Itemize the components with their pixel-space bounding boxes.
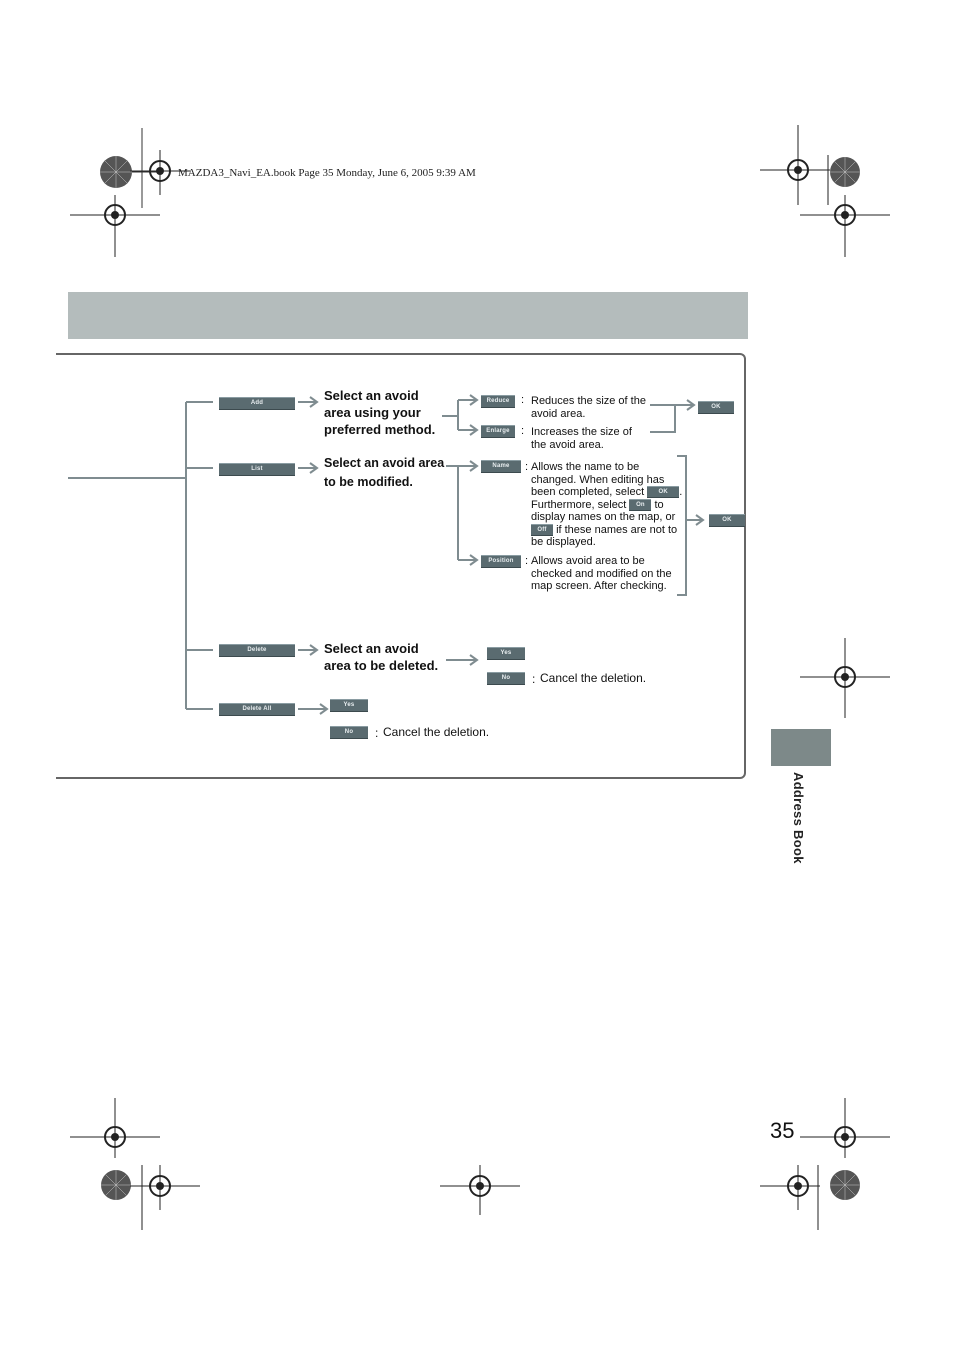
crosshair-icon bbox=[70, 195, 160, 257]
crosshair-icon bbox=[800, 1098, 890, 1158]
crosshair-icon bbox=[760, 125, 830, 205]
delete-all-no-description: Cancel the deletion. bbox=[383, 725, 490, 739]
delete-all-yes-button[interactable]: Yes bbox=[330, 699, 368, 712]
reduce-description: Reduces the size of the avoid area. bbox=[531, 395, 646, 420]
add-button[interactable]: Add bbox=[219, 397, 295, 410]
add-step-text: Select an avoid area using your preferre… bbox=[324, 388, 436, 437]
name-description: Allows the name to be changed. When edit… bbox=[531, 461, 683, 548]
registration-mark-icon bbox=[101, 1170, 131, 1200]
title-band bbox=[68, 292, 748, 339]
section-tab-label: Address Book bbox=[791, 772, 806, 864]
book-header: MAZDA3_Navi_EA.book Page 35 Monday, June… bbox=[178, 167, 476, 179]
crosshair-icon bbox=[800, 638, 890, 718]
registration-mark-icon bbox=[830, 157, 860, 187]
add-ok-button[interactable]: OK bbox=[698, 401, 734, 414]
crosshair-icon bbox=[130, 1165, 200, 1230]
delete-no-description: Cancel the deletion. bbox=[540, 671, 647, 685]
enlarge-button[interactable]: Enlarge bbox=[481, 425, 515, 438]
off-inline-button: Off bbox=[531, 523, 553, 536]
delete-all-button[interactable]: Delete All bbox=[219, 703, 295, 716]
ok-inline-button: OK bbox=[647, 486, 680, 499]
position-description: Allows avoid area to be checked and modi… bbox=[531, 555, 672, 592]
list-button[interactable]: List bbox=[219, 463, 295, 476]
registration-mark-icon bbox=[830, 1170, 860, 1200]
delete-step-text: Select an avoid area to be deleted. bbox=[324, 641, 439, 673]
on-inline-button: On bbox=[629, 498, 652, 511]
registration-mark-icon bbox=[100, 128, 158, 208]
delete-no-button[interactable]: No bbox=[487, 672, 525, 685]
list-ok-button[interactable]: OK bbox=[709, 514, 745, 527]
delete-all-no-button[interactable]: No bbox=[330, 726, 368, 739]
delete-yes-button[interactable]: Yes bbox=[487, 647, 525, 660]
enlarge-description: Increases the size of the avoid area. bbox=[531, 426, 632, 451]
crosshair-icon bbox=[70, 1098, 160, 1158]
crosshair-icon bbox=[760, 1165, 820, 1230]
section-tab bbox=[771, 729, 831, 766]
reduce-button[interactable]: Reduce bbox=[481, 395, 515, 408]
flow-panel bbox=[56, 353, 746, 779]
delete-button[interactable]: Delete bbox=[219, 644, 295, 657]
crosshair-icon bbox=[130, 150, 190, 195]
page-number: 35 bbox=[770, 1118, 795, 1143]
position-button[interactable]: Position bbox=[481, 555, 521, 568]
crosshair-icon bbox=[440, 1165, 520, 1215]
crosshair-icon bbox=[800, 195, 890, 257]
name-button[interactable]: Name bbox=[481, 460, 521, 473]
list-step-text: Select an avoid area to be modified. bbox=[324, 456, 445, 489]
